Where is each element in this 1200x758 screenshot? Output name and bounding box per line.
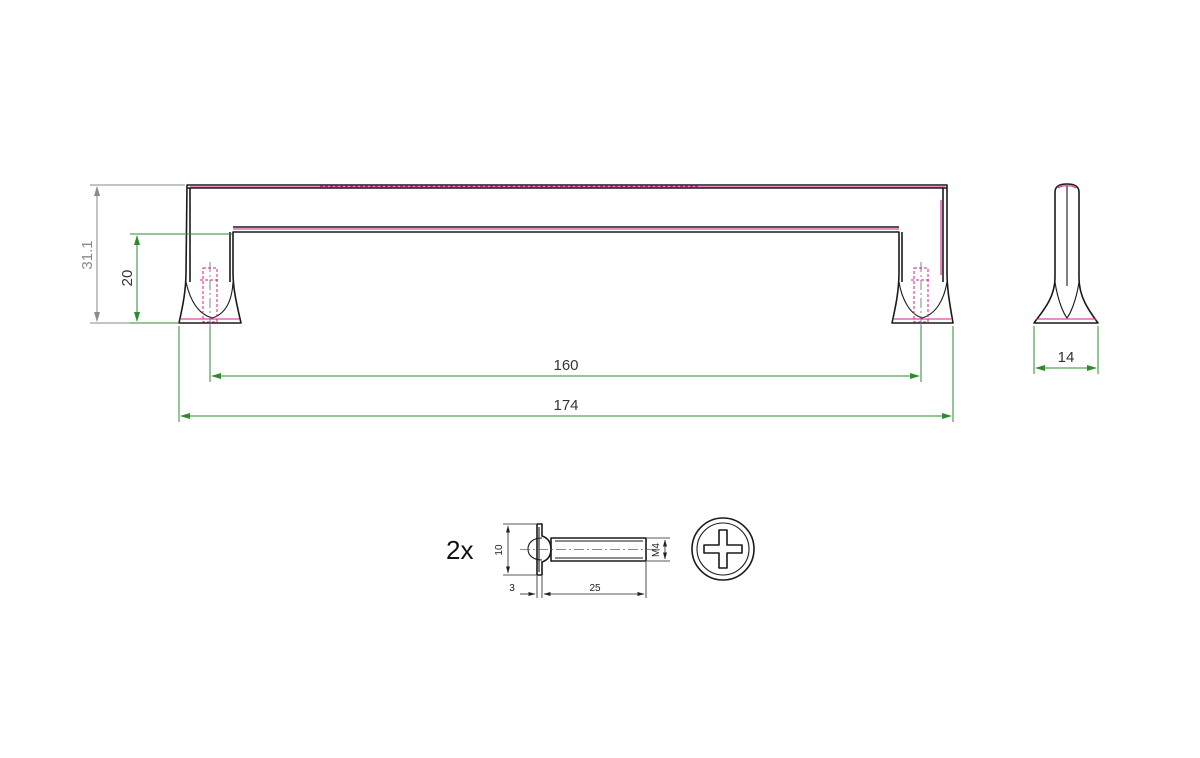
dim-depth-label: 14 [1058, 349, 1075, 366]
screw-quantity-label: 2x [446, 535, 473, 565]
screw-top-inner-circle [696, 522, 750, 576]
dim-height-leg-label: 20 [119, 270, 136, 287]
right-foot-curve [898, 281, 948, 319]
side-view-foot-curve [1054, 281, 1080, 319]
screw-side-view [520, 523, 660, 576]
phillips-cross-icon [703, 529, 743, 569]
side-view-outline [1033, 183, 1099, 324]
dim-screw-length-label: 25 [589, 583, 601, 594]
screw-top-view [691, 517, 755, 581]
dim-hole-spacing-label: 160 [553, 357, 578, 374]
dimension-screw-thread: M4 [647, 537, 670, 562]
handle-outer-outline [178, 184, 954, 324]
screw-head-dome [527, 537, 543, 561]
dimension-height-leg: 20 [119, 233, 232, 324]
dim-overall-length-label: 174 [553, 397, 578, 414]
left-foot-curve [185, 281, 234, 319]
dim-height-total-label: 31.1 [79, 240, 96, 269]
dimension-depth: 14 [1033, 326, 1099, 374]
dimension-screw-lengths: 3 25 [509, 562, 647, 598]
handle-front-view [178, 184, 954, 326]
handle-side-view [1033, 183, 1099, 324]
dimension-screw-head-diameter: 10 [494, 523, 536, 576]
dim-screw-head-diameter-label: 10 [494, 544, 505, 556]
dimension-overall-length: 174 [178, 326, 954, 422]
dim-screw-head-thickness-label: 3 [509, 583, 515, 594]
dimension-height-total: 31.1 [79, 184, 185, 324]
screw-top-outer-circle [691, 517, 755, 581]
dim-screw-thread-label: M4 [651, 543, 662, 557]
side-view-top-highlight [1057, 185, 1077, 189]
dimension-hole-spacing: 160 [209, 326, 922, 382]
